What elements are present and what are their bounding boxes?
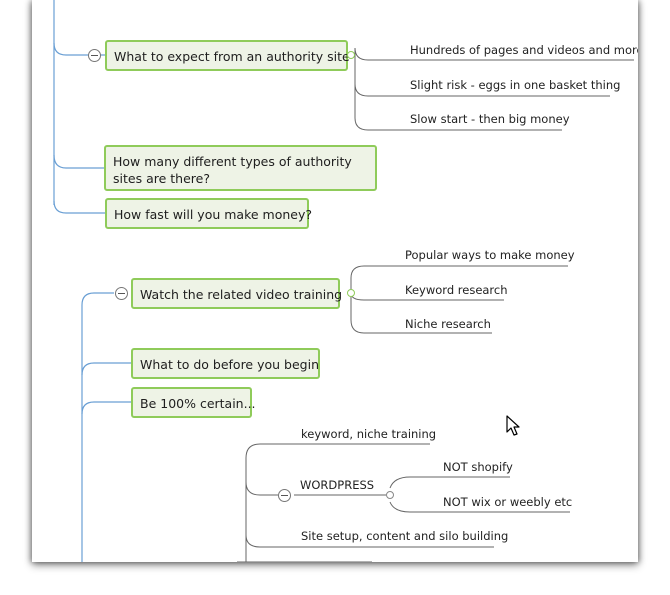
subtopic-slow-start[interactable]: Slow start - then big money (410, 112, 570, 126)
subtopic-keyword-niche-training[interactable]: keyword, niche training (301, 427, 437, 441)
subtopic-keyword-research[interactable]: Keyword research (405, 283, 508, 297)
subtopic-slight-risk[interactable]: Slight risk - eggs in one basket thing (410, 78, 621, 92)
topic-money-speed[interactable]: How fast will you make money? (105, 198, 312, 229)
topic-authority-site-expect[interactable]: What to expect from an authority site (105, 40, 350, 71)
subtopic-popular-ways[interactable]: Popular ways to make money (405, 248, 575, 262)
collapse-icon[interactable] (115, 287, 128, 300)
subtopic-not-shopify[interactable]: NOT shopify (443, 460, 513, 474)
collapse-icon[interactable] (278, 489, 291, 502)
topic-be-certain[interactable]: Be 100% certain... (131, 387, 256, 418)
subtopic-not-wix[interactable]: NOT wix or weebly etc (443, 495, 573, 509)
topic-before-begin[interactable]: What to do before you begin (131, 348, 320, 379)
subtopic-hundreds-pages[interactable]: Hundreds of pages and videos and more (410, 43, 638, 57)
expand-knob[interactable] (347, 51, 355, 59)
subtopic-niche-research[interactable]: Niche research (405, 317, 491, 331)
connector-lines (53, 0, 634, 562)
mindmap-canvas[interactable]: What to expect from an authority site Hu… (32, 0, 638, 562)
topic-authority-types[interactable]: How many different types of authority si… (104, 145, 377, 191)
subtopic-site-setup[interactable]: Site setup, content and silo building (301, 529, 509, 543)
collapse-icon[interactable] (88, 49, 101, 62)
subtopic-wordpress[interactable]: WORDPRESS (300, 478, 375, 492)
expand-knob[interactable] (347, 289, 355, 297)
topic-video-training[interactable]: Watch the related video training (131, 278, 342, 309)
expand-knob[interactable] (386, 491, 394, 499)
mouse-pointer-icon (506, 415, 520, 436)
